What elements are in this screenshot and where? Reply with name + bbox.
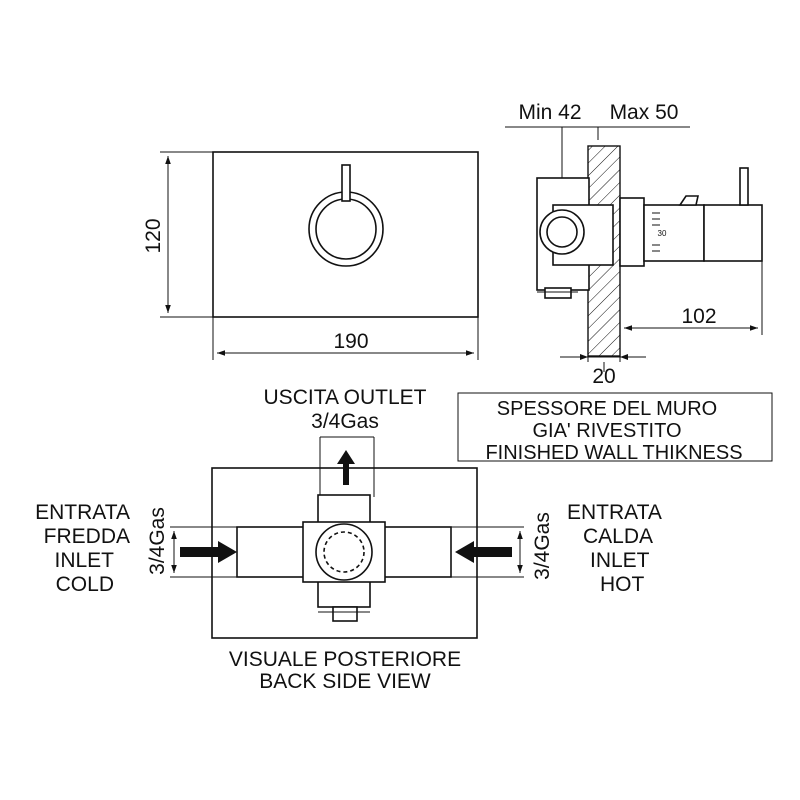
cartridge-body [643, 204, 705, 262]
valve-port-inner [546, 216, 578, 248]
front-view: 120 190 [142, 151, 479, 360]
cold-label-line4: COLD [56, 573, 114, 596]
cartridge-latch [678, 195, 699, 206]
valve-drain-plug [544, 287, 572, 299]
hot-label-line2: CALDA [583, 525, 653, 548]
hot-label-line1: ENTRATA [567, 501, 662, 524]
side-lever [739, 167, 749, 206]
wall-note-line1: SPESSORE DEL MURO [497, 398, 717, 420]
control-lever [341, 164, 351, 202]
cold-label-line1: ENTRATA [35, 501, 130, 524]
cold-inlet-labels: ENTRATA FREDDA INLET COLD [35, 501, 130, 596]
wall-flange [619, 197, 645, 267]
dial-marking-label: 30 [658, 229, 667, 238]
dial-markings: 30 [652, 212, 667, 252]
wall-dimension-label: 20 [592, 365, 615, 388]
height-dimension-label: 120 [142, 218, 165, 253]
hot-inlet-arrow [455, 541, 512, 563]
cold-label-line3: INLET [54, 549, 114, 572]
width-dimension-label: 190 [333, 330, 368, 353]
left-size-label: 3/4Gas [146, 507, 169, 575]
hot-label-line3: INLET [590, 549, 650, 572]
min-depth-label: Min 42 [518, 101, 581, 124]
max-depth-label: Max 50 [610, 101, 679, 124]
control-knob-inner [315, 198, 377, 260]
cold-pipe [236, 526, 306, 578]
outlet-label: USCITA OUTLET [264, 386, 427, 409]
outlet-arrow [337, 450, 355, 485]
wall-note-line2: GIA' RIVESTITO [532, 420, 681, 442]
outlet-size-label: 3/4Gas [311, 410, 379, 433]
wall-note-box [457, 392, 773, 462]
bottom-plug [332, 606, 358, 622]
handle-body [703, 204, 763, 262]
side-view: Min 42 Max 50 30 102 [505, 101, 763, 388]
front-plate [212, 151, 479, 318]
back-view-caption-line1: VISUALE POSTERIORE [229, 648, 461, 671]
hot-inlet-labels: ENTRATA CALDA INLET HOT [567, 501, 662, 596]
depth-dimension-label: 102 [681, 305, 716, 328]
wall-note-line3: FINISHED WALL THIKNESS [485, 442, 742, 464]
wall-note: SPESSORE DEL MURO GIA' RIVESTITO FINISHE… [457, 392, 773, 464]
back-view-caption-line2: BACK SIDE VIEW [259, 670, 431, 693]
right-size-label: 3/4Gas [531, 512, 554, 580]
hot-pipe [382, 526, 452, 578]
control-knob-ring [308, 191, 384, 267]
hot-label-line4: HOT [600, 573, 645, 596]
center-port-inner [323, 531, 365, 573]
cold-inlet-arrow [180, 541, 237, 563]
back-view: USCITA OUTLET 3/4Gas 3/4Gas 3/4Gas [35, 386, 662, 693]
cold-label-line2: FREDDA [44, 525, 130, 548]
